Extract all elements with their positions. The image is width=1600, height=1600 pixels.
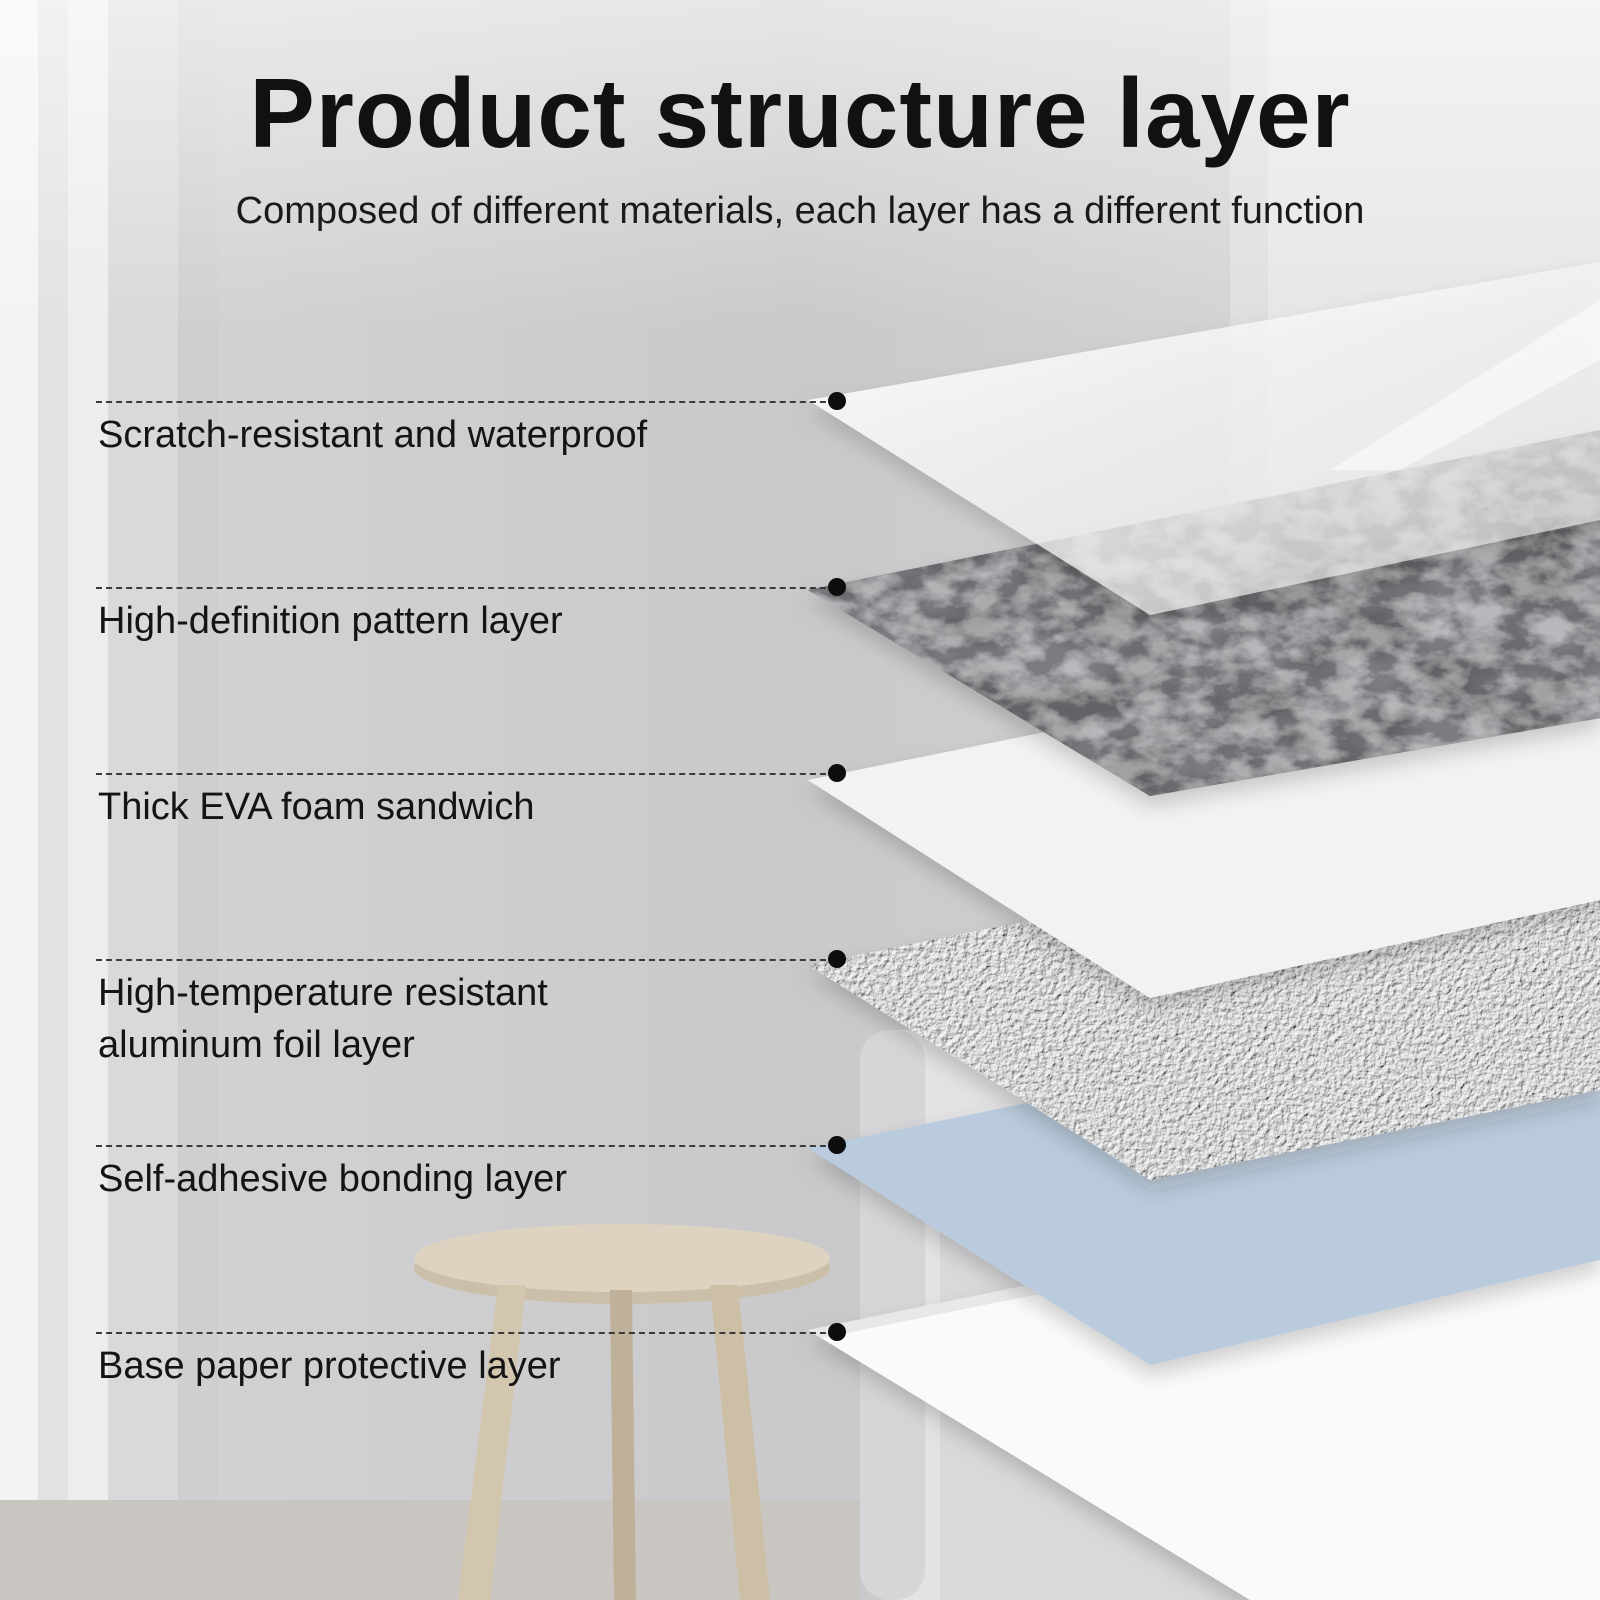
callout-dot-icon — [828, 1323, 846, 1341]
callout-dot-icon — [828, 950, 846, 968]
callout-dot-icon — [828, 578, 846, 596]
layer-label: High-temperature resistant aluminum foil… — [98, 972, 548, 1066]
callout-leader-line — [96, 959, 836, 961]
layer-callout-scratch-resistant: Scratch-resistant and waterproof — [96, 392, 856, 541]
page-title: Product structure layer — [249, 58, 1351, 168]
layer-label: Scratch-resistant and waterproof — [98, 414, 648, 456]
callout-dot-icon — [828, 764, 846, 782]
callout-leader-line — [96, 773, 836, 775]
layer-label: Thick EVA foam sandwich — [98, 786, 535, 828]
callout-leader-line — [96, 1145, 836, 1147]
callout-dot-icon — [828, 392, 846, 410]
layer-callout-self-adhesive: Self-adhesive bonding layer — [96, 1136, 856, 1285]
layer-callout-eva-foam: Thick EVA foam sandwich — [96, 764, 856, 913]
callout-leader-line — [96, 1332, 836, 1334]
callout-leader-line — [96, 401, 836, 403]
layer-label: High-definition pattern layer — [98, 600, 563, 642]
layer-callout-base-paper: Base paper protective layer — [96, 1323, 856, 1472]
layer-callout-pattern: High-definition pattern layer — [96, 578, 856, 727]
layer-callout-aluminum-foil: High-temperature resistant aluminum foil… — [96, 950, 856, 1099]
layer-label: Self-adhesive bonding layer — [98, 1158, 567, 1200]
callout-dot-icon — [828, 1136, 846, 1154]
callout-leader-line — [96, 587, 836, 589]
layer-label: Base paper protective layer — [98, 1345, 561, 1387]
page-subtitle: Composed of different materials, each la… — [235, 190, 1365, 232]
